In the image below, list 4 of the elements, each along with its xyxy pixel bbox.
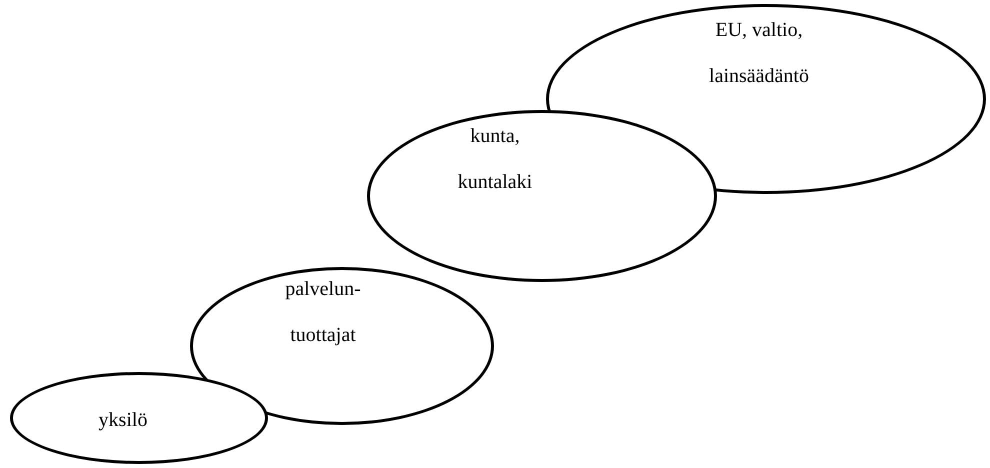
ellipse-label: palvelun- tuottajat	[284, 277, 362, 348]
ellipse-label: EU, valtio, lainsäädäntö	[708, 18, 810, 89]
ellipse-label: kunta, kuntalaki	[456, 124, 534, 195]
ellipse-label: yksilö	[98, 408, 148, 433]
